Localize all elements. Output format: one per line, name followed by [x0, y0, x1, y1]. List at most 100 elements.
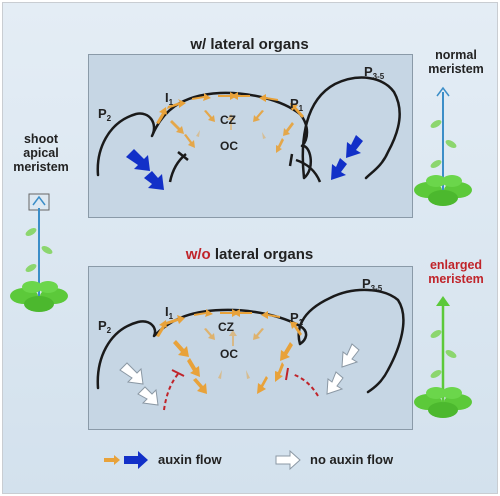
auxin-arrow [194, 309, 213, 317]
auxin-arrow [290, 103, 304, 118]
cauline-leaf [25, 264, 37, 272]
label-shoot-apical-meristem: shoot apical meristem [4, 132, 78, 174]
bottom-title-prefix: w/o [185, 246, 211, 263]
auxin-flow-blue-arrow [346, 135, 363, 158]
auxin-arrow [218, 370, 222, 379]
legend [104, 449, 301, 471]
rosette-leaf [22, 281, 42, 293]
auxin-arrow [173, 340, 189, 357]
auxin-arrow [227, 114, 235, 130]
no-auxin-flow-arrow [341, 343, 360, 368]
bottom-no-auxin-arrows [119, 343, 360, 406]
auxin-arrow [192, 93, 211, 101]
auxin-arrow [259, 94, 278, 102]
auxin-arrow [156, 107, 167, 124]
rosette-leaf [24, 296, 54, 312]
legend-auxin-flow-label: auxin flow [158, 452, 222, 467]
top-meristem-outline [96, 76, 401, 180]
rosette-leaf [442, 387, 462, 399]
label-line: meristem [428, 62, 484, 76]
no-auxin-flow-arrow [137, 386, 159, 406]
auxin-arrow [253, 110, 264, 122]
auxin-arrow [290, 321, 302, 336]
auxin-arrow [167, 99, 186, 109]
top-blue-auxin-arrows [126, 135, 363, 190]
auxin-arrow [187, 358, 200, 377]
rosette-leaf [428, 190, 458, 206]
bottom-inhibition-curve-right [291, 373, 319, 397]
auxin-arrow [275, 362, 284, 382]
bottom-panel-title: w/o lateral organs [88, 246, 411, 263]
label-p1: P1 [290, 310, 304, 327]
auxin-arrow [233, 309, 252, 317]
top-panel-title: w/ lateral organs [190, 36, 309, 53]
auxin-arrow [184, 134, 195, 148]
label-oc: OC [220, 139, 238, 153]
label-cz: CZ [220, 113, 236, 127]
enlarged-apex-arrow [436, 296, 450, 306]
auxin-arrow [257, 376, 268, 394]
cauline-leaf [445, 140, 457, 148]
no-auxin-flow-arrow [326, 371, 344, 395]
auxin-arrow [170, 120, 184, 134]
auxin-flow-blue-arrow [331, 158, 347, 180]
label-enlarged-meristem: enlarged meristem [416, 258, 496, 286]
top-inhibition-curve-right [295, 158, 322, 183]
auxin-arrow [220, 309, 239, 317]
label-line: shoot [23, 132, 59, 146]
auxin-arrow [166, 315, 185, 325]
label-line: meristem [428, 272, 484, 286]
top-auxin-inner-arrows [170, 110, 294, 153]
bottom-auxin-surface-arrows [156, 309, 302, 337]
rosette-leaf [38, 281, 58, 293]
auxin-arrow [229, 330, 237, 346]
shoot-apex-icon [436, 86, 450, 97]
label-line: enlarged [429, 258, 483, 272]
label-p3-5: P3-5 [362, 276, 383, 293]
right-plant-normal [414, 86, 472, 206]
bottom-meristem-group: P2 I1 P1 P3-5 CZ OC [96, 276, 405, 411]
auxin-arrow [218, 92, 237, 100]
rosette-leaf [442, 175, 462, 187]
bottom-title-rest: lateral organs [210, 246, 314, 263]
cauline-leaf [25, 228, 37, 236]
auxin-arrow [231, 92, 250, 100]
rosette-leaf [428, 402, 458, 418]
label-oc: OC [220, 347, 238, 361]
panel-with-lateral-organs [88, 54, 413, 218]
bottom-inhibition-bar-right [285, 367, 289, 381]
auxin-arrow [283, 122, 294, 136]
rosette-leaf [426, 387, 446, 399]
top-meristem-group: P2 I1 P1 P3-5 CZ OC [96, 64, 401, 190]
top-auxin-surface-arrows [156, 92, 304, 124]
cauline-leaf [41, 246, 53, 254]
auxin-arrow [253, 328, 264, 340]
label-normal-meristem: normal meristem [416, 48, 496, 76]
cauline-leaf [430, 120, 442, 128]
rosette-leaf [426, 175, 446, 187]
label-p2: P2 [98, 106, 112, 123]
panel-without-lateral-organs [88, 266, 413, 430]
legend-auxin-orange-icon [104, 455, 120, 465]
auxin-arrow [246, 370, 250, 379]
label-p1: P1 [290, 96, 304, 113]
shoot-apex-icon [32, 195, 46, 206]
auxin-arrow [276, 138, 284, 153]
cauline-leaf [430, 330, 442, 338]
bottom-meristem-outline [96, 288, 405, 394]
right-plant-enlarged [414, 296, 472, 418]
label-line: apical [23, 146, 59, 160]
auxin-arrow [196, 130, 200, 137]
label-cz: CZ [218, 320, 234, 334]
label-p2: P2 [98, 318, 112, 335]
top-inhibition-bar-left [177, 151, 189, 161]
bottom-auxin-inner-arrows [173, 328, 293, 394]
auxin-arrow [156, 320, 167, 337]
auxin-flow-blue-arrow [126, 149, 150, 171]
auxin-arrow [262, 132, 266, 139]
no-auxin-flow-arrow [119, 362, 144, 385]
cauline-leaf [430, 160, 442, 168]
label-i1: I1 [165, 90, 174, 107]
bottom-inhibition-bar-left [171, 369, 185, 377]
